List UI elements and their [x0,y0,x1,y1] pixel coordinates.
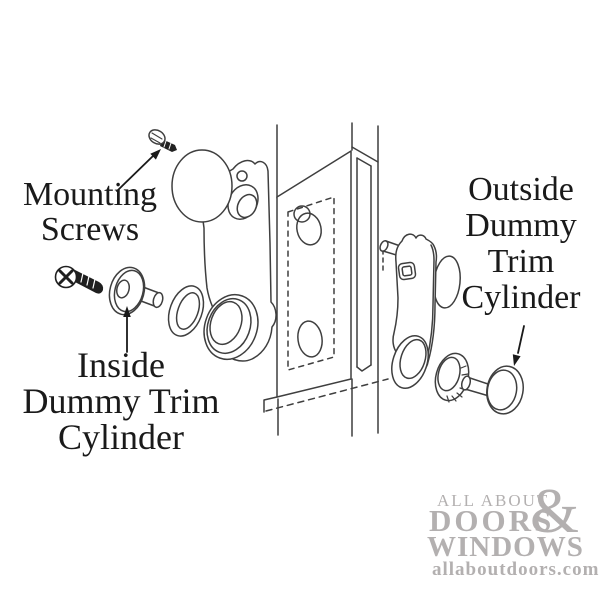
watermark-all-about: ALL ABOUT [437,491,550,510]
outside-cylinder-arrow [512,325,525,366]
outside-label-line3: Trim [487,243,555,280]
inside-label-line3: Cylinder [58,417,184,457]
phillips-screw-drawing [54,265,104,294]
label-arrows [116,149,525,366]
mounting-screws-label-line1: Mounting [22,176,158,213]
inside-label-line1: Inside [77,345,165,385]
inside-label-line2: Dummy Trim [22,381,220,421]
cylinder-collar-drawing [203,293,259,361]
watermark-ampersand: & [530,476,580,546]
mounting-screws-label-line2: Screws [40,211,140,248]
mounting-screw-drawing [148,129,177,152]
outside-label-line2: Dummy [465,207,577,244]
washer-drawing [167,285,205,337]
outside-dummy-trim-cylinder-label: Outside Dummy Trim Cylinder [438,172,600,316]
outside-escutcheon-drawing [379,233,461,389]
door-knob-drawing [171,149,233,223]
door-stile-drawing [263,122,389,437]
mounting-screws-label: Mounting Screws [6,177,174,247]
inside-dummy-trim-cylinder-label: Inside Dummy Trim Cylinder [8,347,234,455]
mounting-screws-arrow [116,149,161,192]
outside-label-line1: Outside [468,171,574,208]
watermark-url: allaboutdoors.com [432,559,600,580]
watermark-doors: DOORS [429,503,555,538]
watermark-windows: WINDOWS [427,531,584,563]
outside-label-line4: Cylinder [461,279,581,316]
outside-trim-cylinder-drawing [434,352,524,415]
inside-trim-cylinder-drawing [108,266,164,316]
inside-cylinder-arrow [123,306,131,353]
